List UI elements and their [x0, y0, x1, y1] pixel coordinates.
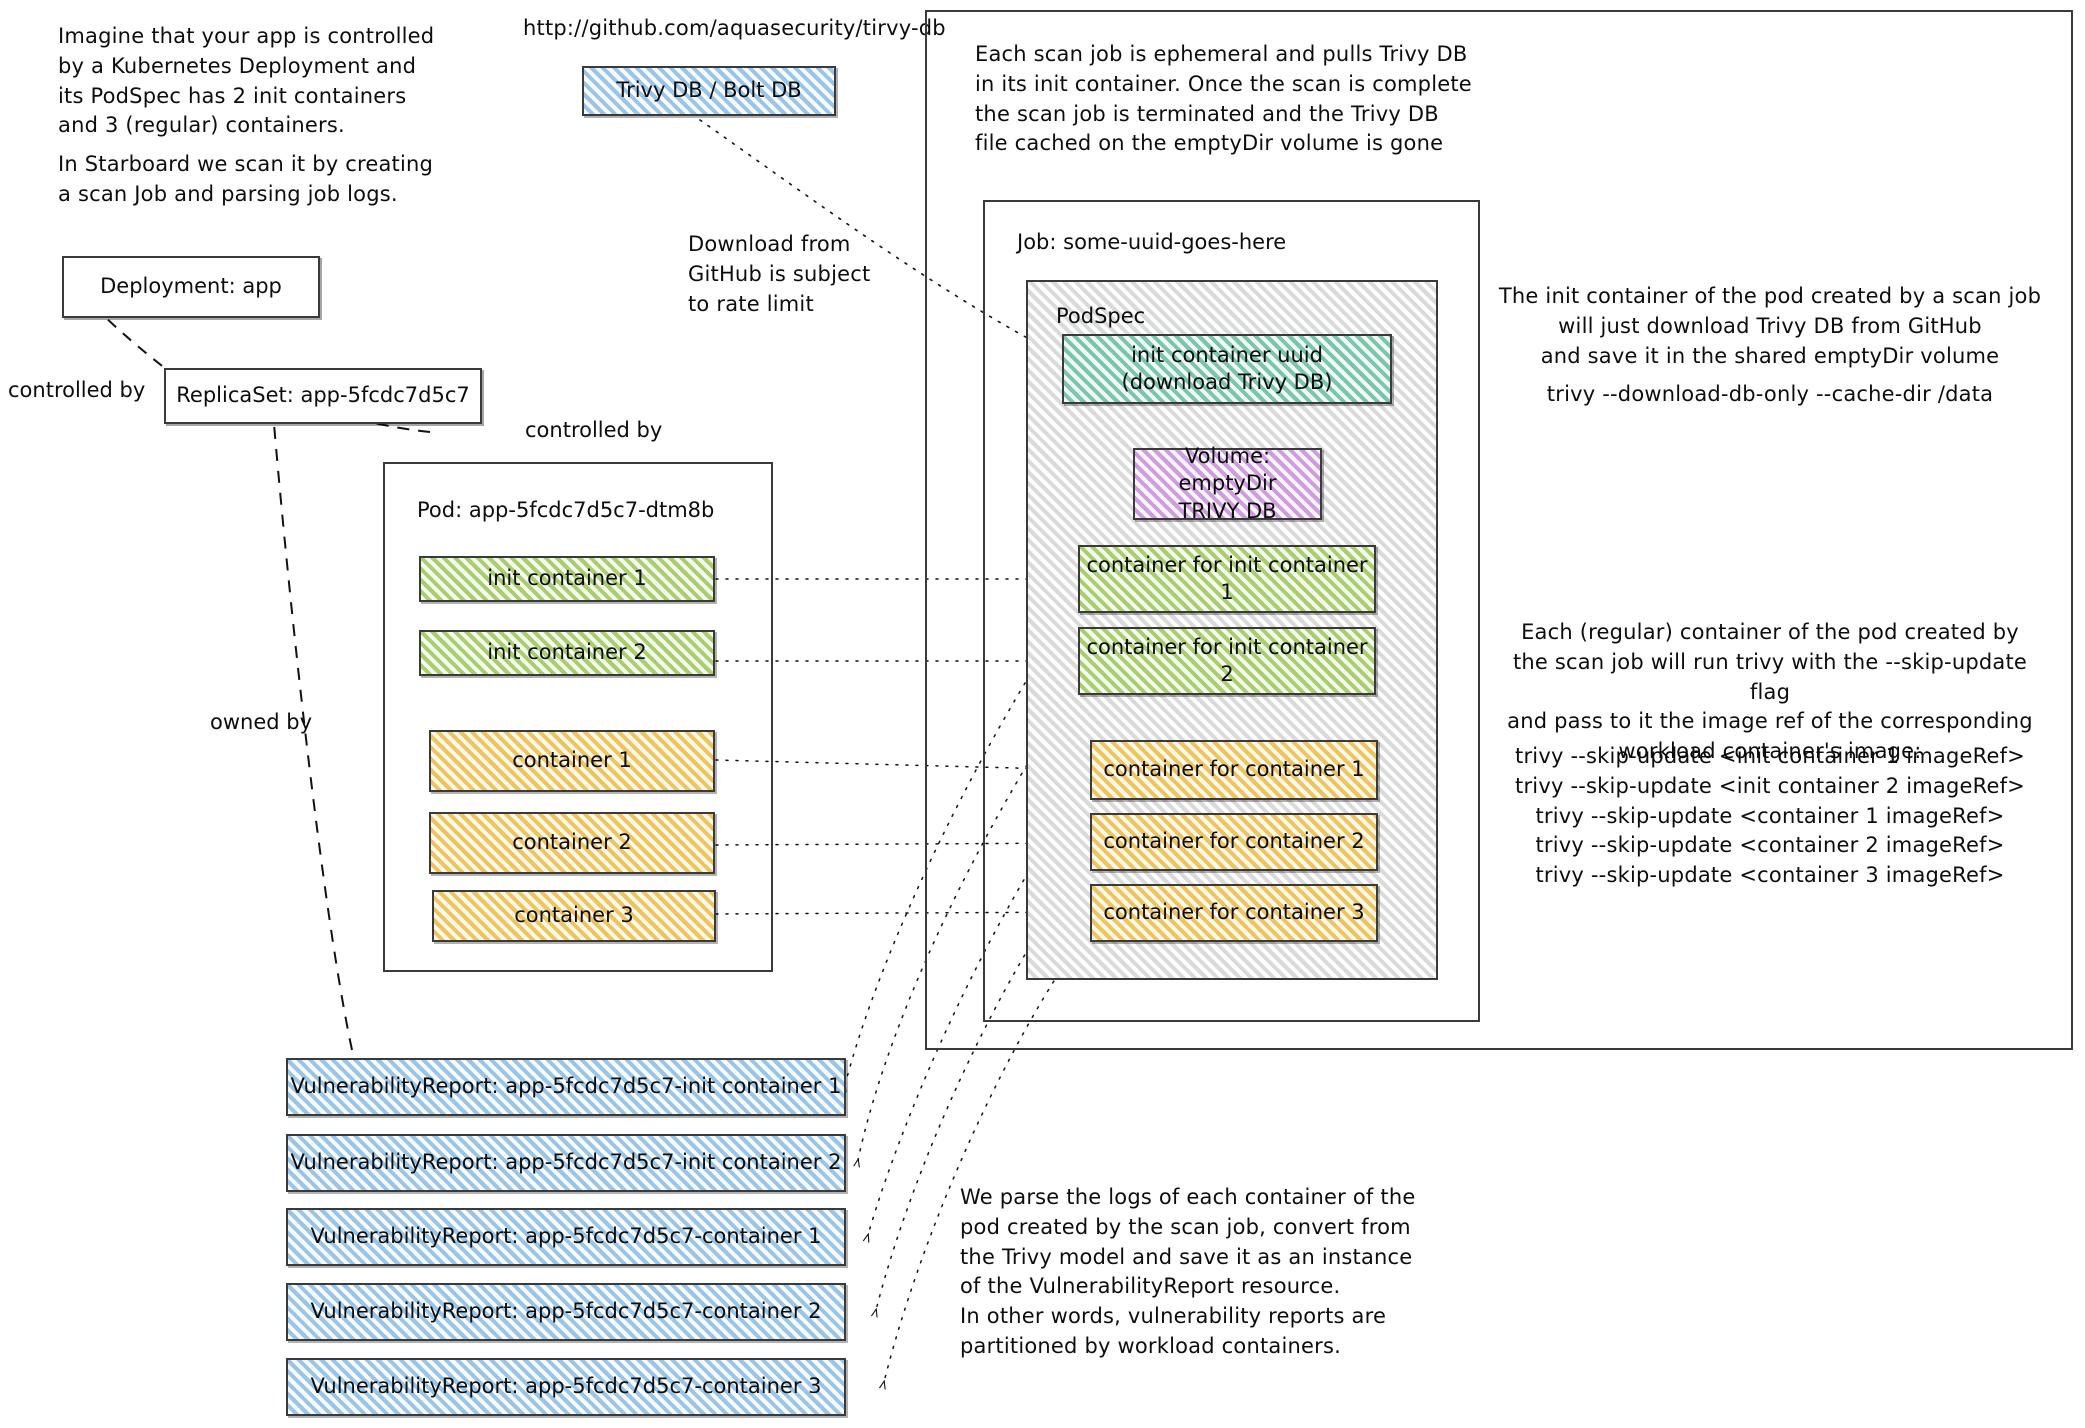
scan-container-for-container-2: container for container 2 — [1090, 813, 1378, 871]
deployment-box: Deployment: app — [62, 256, 320, 318]
regular-container-commands: trivy --skip-update <init container 1 im… — [1515, 744, 2025, 888]
scan-container-for-init-1: container for init container 1 — [1078, 545, 1376, 613]
vulnerability-report-0: VulnerabilityReport: app-5fcdc7d5c7-init… — [286, 1058, 846, 1116]
vulnerability-report-3: VulnerabilityReport: app-5fcdc7d5c7-cont… — [286, 1283, 846, 1341]
scan-container-for-container-3: container for container 3 — [1090, 884, 1378, 942]
ephemeral-scan-note: Each scan job is ephemeral and pulls Tri… — [975, 42, 1472, 156]
podspec-label: PodSpec — [1056, 304, 1146, 328]
job-frame: Job: some-uuid-goes-here — [983, 200, 1480, 1022]
workload-container-init-1: init container 1 — [419, 556, 715, 602]
scan-job-outer-frame — [925, 10, 2073, 1050]
replicaset-box: ReplicaSet: app-5fcdc7d5c7 — [164, 368, 482, 424]
workload-container-1: container 1 — [429, 730, 715, 792]
trivy-db-url[interactable]: http://github.com/aquasecurity/tirvy-db — [523, 16, 946, 40]
intro-paragraph-2: In Starboard we scan it by creating a sc… — [58, 152, 434, 206]
workload-container-2: container 2 — [429, 812, 715, 874]
scan-container-for-init-2: container for init container 2 — [1078, 627, 1376, 695]
workload-container-3: container 3 — [432, 890, 716, 942]
vulnerability-report-4: VulnerabilityReport: app-5fcdc7d5c7-cont… — [286, 1358, 846, 1416]
edge-label-controlled-by-replicaset: controlled by — [525, 418, 663, 442]
workload-container-init-2: init container 2 — [419, 630, 715, 676]
edge-label-controlled-by-deployment: controlled by — [8, 378, 146, 402]
intro-paragraph-1: Imagine that your app is controlled by a… — [58, 24, 435, 138]
scan-container-for-container-1: container for container 1 — [1090, 740, 1378, 800]
vulnerability-report-2: VulnerabilityReport: app-5fcdc7d5c7-cont… — [286, 1208, 846, 1266]
job-label: Job: some-uuid-goes-here — [1017, 230, 1287, 254]
pod-frame: Pod: app-5fcdc7d5c7-dtm8b — [383, 462, 773, 972]
trivy-db-box: Trivy DB / Bolt DB — [582, 66, 836, 116]
edge-label-owned-by: owned by — [210, 710, 313, 734]
regular-container-annotation: Each (regular) container of the pod crea… — [1507, 620, 2033, 764]
parse-logs-annotation: We parse the logs of each container of t… — [960, 1185, 1416, 1359]
init-container-command: trivy --download-db-only --cache-dir /da… — [1546, 382, 1994, 406]
init-container-annotation: The init container of the pod created by… — [1498, 284, 2042, 368]
pod-label: Pod: app-5fcdc7d5c7-dtm8b — [417, 498, 715, 522]
vulnerability-report-1: VulnerabilityReport: app-5fcdc7d5c7-init… — [286, 1134, 846, 1192]
scan-init-container-box: init container uuid (download Trivy DB) — [1062, 334, 1392, 404]
volume-emptydir-box: Volume: emptyDir TRIVY DB — [1133, 444, 1322, 523]
rate-limit-note: Download from GitHub is subject to rate … — [688, 232, 871, 316]
